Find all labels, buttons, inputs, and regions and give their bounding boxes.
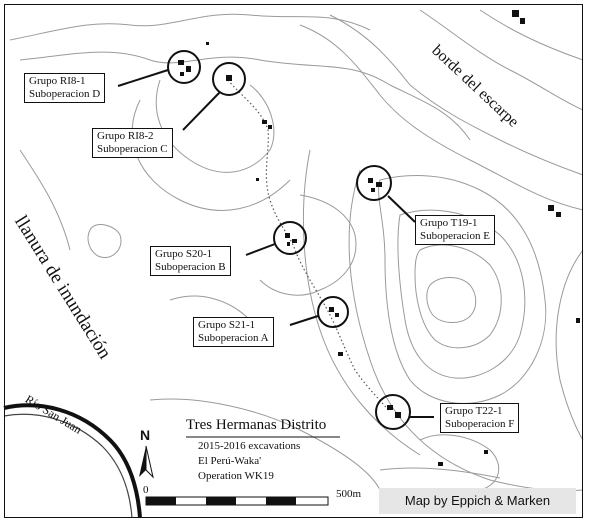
suboperation-name: Suboperacion D xyxy=(29,88,101,100)
group-name: Grupo RI8-2 xyxy=(97,130,154,142)
suboperation-name: Suboperacion F xyxy=(445,418,515,430)
suboperation-name: Suboperacion E xyxy=(420,230,490,242)
group-markers xyxy=(167,10,580,466)
map-subtitle-years: 2015-2016 excavations xyxy=(198,440,301,452)
map-subtitle-operation: Operation WK19 xyxy=(198,470,274,482)
label-grupo-ri8-1: Grupo RI8-1 Suboperacion D xyxy=(24,73,106,103)
label-grupo-t22-1: Grupo T22-1 Suboperacion F xyxy=(440,403,520,433)
suboperation-name: Suboperacion A xyxy=(198,332,269,344)
label-grupo-s21-1: Grupo S21-1 Suboperacion A xyxy=(193,317,274,347)
river-line xyxy=(3,403,142,519)
group-name: Grupo T22-1 xyxy=(445,405,503,417)
suboperation-name: Suboperacion C xyxy=(97,143,168,155)
map-title: Tres Hermanas Distrito xyxy=(186,417,327,433)
scale-start-label: 0 xyxy=(143,484,149,496)
group-name: Grupo S21-1 xyxy=(198,319,256,331)
label-grupo-ri8-2: Grupo RI8-2 Suboperacion C xyxy=(92,128,173,158)
north-arrow-graphic xyxy=(139,445,154,479)
label-grupo-s20-1: Grupo S20-1 Suboperacion B xyxy=(150,246,231,276)
suboperation-name: Suboperacion B xyxy=(155,261,226,273)
group-name: Grupo RI8-1 xyxy=(29,75,86,87)
group-name: Grupo T19-1 xyxy=(420,217,478,229)
scale-bar-graphic xyxy=(145,496,329,506)
scale-end-label: 500m xyxy=(336,488,362,500)
map-credit: Map by Eppich & Marken xyxy=(379,488,576,514)
leader-lines xyxy=(117,69,434,418)
label-grupo-t19-1: Grupo T19-1 Suboperacion E xyxy=(415,215,495,245)
river-bank xyxy=(3,413,133,519)
north-letter: N xyxy=(140,427,151,443)
trail-path xyxy=(227,79,391,413)
map-subtitle-site: El Perú-Waka' xyxy=(198,455,262,467)
group-name: Grupo S20-1 xyxy=(155,248,213,260)
